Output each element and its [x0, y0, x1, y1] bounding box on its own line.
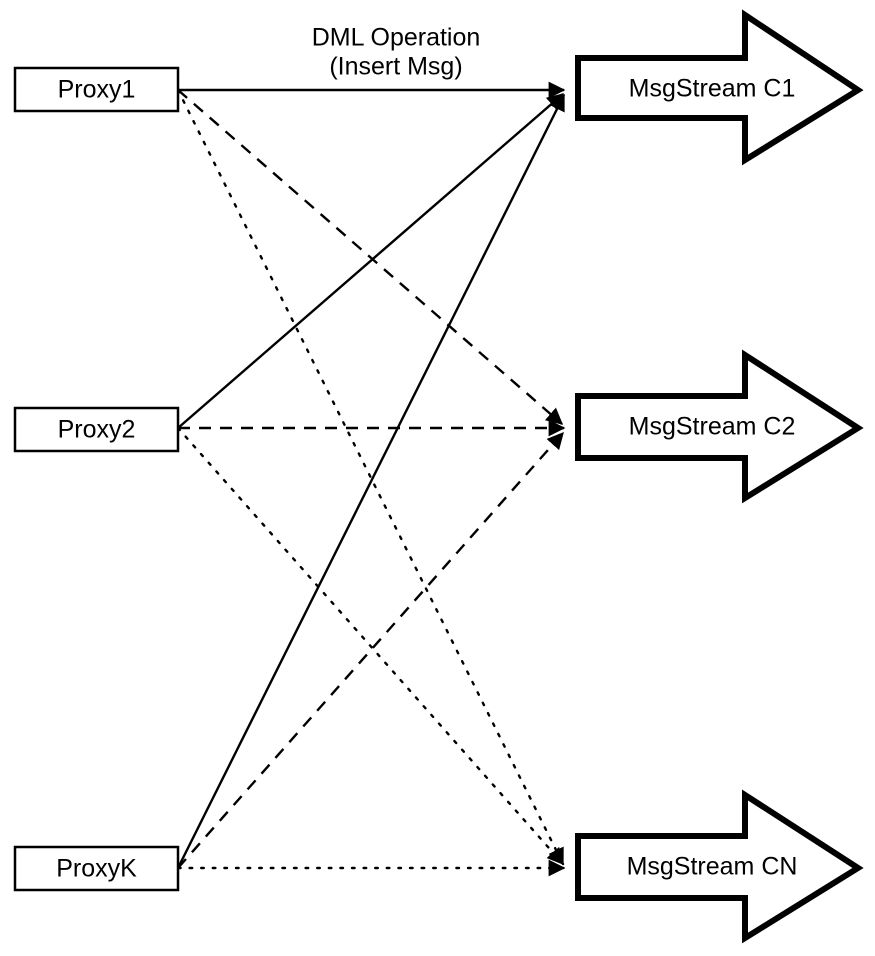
edge-proxy1-to-cn — [176, 88, 565, 866]
proxy1-box — [13, 66, 180, 113]
msgstream-c1[interactable]: MsgStream C1 — [575, 9, 864, 166]
msgstream-c2-label: MsgStream C2 — [629, 413, 796, 441]
edge-proxy2-to-cn — [176, 426, 565, 866]
dml-operation-annotation: DML Operation (Insert Msg) — [312, 24, 481, 81]
edge-proxy2-to-c1 — [177, 93, 565, 429]
proxyk-box — [13, 845, 180, 892]
proxyk-node[interactable]: ProxyK — [13, 845, 180, 892]
dml-operation-annotation-line1: DML Operation — [312, 24, 481, 52]
edge-group-proxy1 — [176, 81, 566, 866]
msgstream-cn-arrow-shape — [575, 789, 864, 944]
proxy2-box — [13, 406, 180, 453]
edge-proxy1-to-c2 — [177, 89, 564, 425]
proxy1-label: Proxy1 — [58, 76, 136, 104]
proxyk-label: ProxyK — [56, 855, 137, 883]
msgstream-c1-arrow-shape — [575, 9, 864, 166]
edge-proxyk-to-c2 — [177, 431, 564, 869]
proxy1-node[interactable]: Proxy1 — [13, 66, 180, 113]
dml-operation-annotation-line2: (Insert Msg) — [329, 53, 462, 81]
edge-group-proxyk — [176, 93, 566, 877]
edge-proxyk-to-c1 — [176, 93, 566, 869]
edge-group-proxy2 — [176, 93, 566, 866]
proxy2-label: Proxy2 — [58, 416, 136, 444]
msgstream-cn[interactable]: MsgStream CN — [575, 789, 864, 944]
msgstream-c1-label: MsgStream C1 — [629, 75, 796, 103]
proxy2-node[interactable]: Proxy2 — [13, 406, 180, 453]
msgstream-c2-arrow-shape — [575, 349, 864, 504]
msgstream-c2[interactable]: MsgStream C2 — [575, 349, 864, 504]
msgstream-cn-label: MsgStream CN — [627, 853, 798, 881]
